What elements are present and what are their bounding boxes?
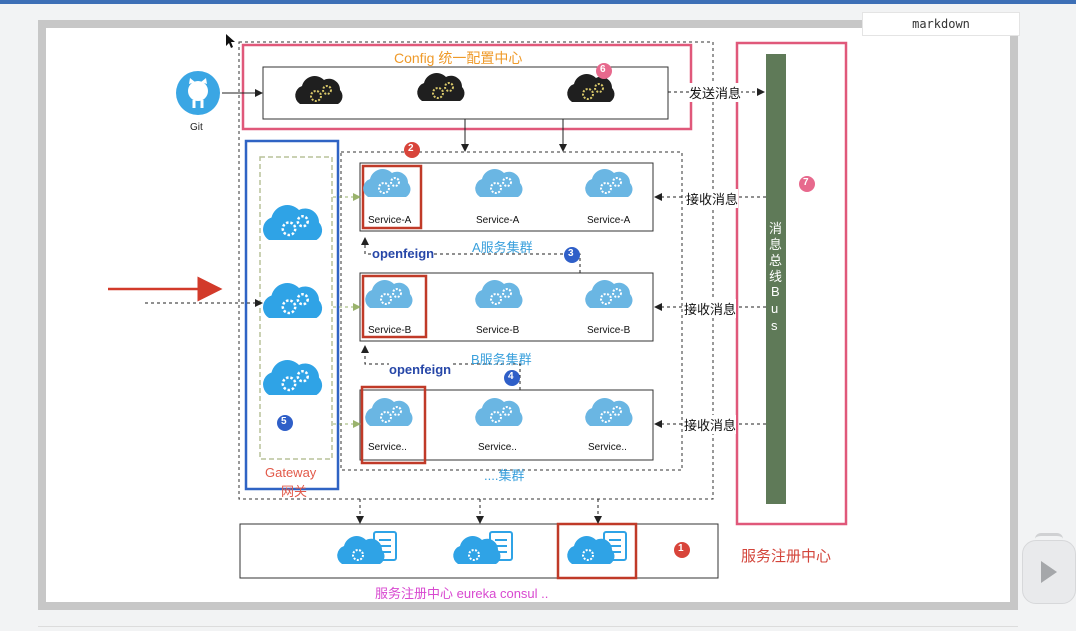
gateway-cloud-icon	[263, 205, 323, 240]
service-label: Service..	[588, 442, 627, 453]
system-boundary	[238, 41, 714, 500]
service-cloud-icon	[585, 169, 633, 197]
bus-char: 息	[769, 237, 783, 252]
mouse-cursor-icon	[226, 34, 235, 48]
badge-7: 7	[803, 177, 809, 188]
service-cloud-icon	[585, 280, 633, 308]
divider	[38, 626, 1018, 627]
bus-char: 总	[769, 253, 783, 268]
gateway-cloud-icon	[263, 360, 323, 395]
cluster-caption: B服务集群	[471, 352, 532, 367]
cluster-caption: ....集群	[484, 468, 525, 483]
send-message-label: 发送消息	[689, 83, 742, 102]
registry-title: 服务注册中心	[741, 548, 832, 565]
gateway-instances-box	[259, 156, 333, 460]
git-label: Git	[190, 122, 203, 133]
receive-message-label: 接收消息	[684, 415, 737, 434]
service-b-highlight	[361, 274, 428, 339]
clusters-region	[340, 151, 683, 471]
badge-circle	[564, 247, 580, 263]
bus-box	[735, 41, 848, 526]
config-server-icon	[567, 74, 615, 102]
openfeign-label: openfeign	[372, 246, 435, 261]
config-server-icon	[295, 76, 343, 104]
gateway-box	[244, 139, 340, 491]
gateway-cloud-icon	[263, 283, 323, 318]
badge-6: 6	[600, 64, 606, 75]
badge-5: 5	[281, 416, 287, 427]
registry-server-icon	[453, 531, 513, 564]
service-cloud-icon	[365, 398, 413, 426]
bus-char: 线	[769, 269, 783, 284]
markdown-tab[interactable]: markdown	[862, 12, 1020, 36]
service-cloud-icon	[475, 169, 523, 197]
service-cloud-icon	[475, 280, 523, 308]
video-play-button[interactable]	[1022, 533, 1076, 604]
registry-caption: 服务注册中心 eureka consul ..	[375, 586, 549, 601]
badge-4: 4	[508, 371, 514, 382]
badge-circle	[277, 415, 293, 431]
service-label: Service-B	[476, 325, 520, 336]
registry-server-icon	[337, 531, 397, 564]
bus-char: s	[771, 318, 778, 333]
play-icon	[1041, 561, 1057, 583]
bus-char: 消	[769, 221, 783, 236]
service-cloud-icon	[585, 398, 633, 426]
badge-2: 2	[408, 143, 414, 154]
service-cloud-icon	[475, 398, 523, 426]
gateway-label-cn: 网关	[281, 484, 308, 499]
bilibili-ears-icon	[1035, 533, 1063, 546]
service-label: Service-A	[587, 215, 631, 226]
service-a-highlight	[361, 164, 423, 230]
service-label: Service..	[478, 442, 517, 453]
cluster-caption: A服务集群	[472, 240, 533, 255]
config-title: Config 统一配置中心	[394, 50, 523, 66]
service-label: Service-B	[587, 325, 631, 336]
badge-circle	[596, 63, 612, 79]
top-accent-bar	[0, 0, 1076, 4]
service-c-highlight	[360, 385, 427, 465]
github-icon	[176, 71, 220, 115]
service-cloud-icon	[365, 280, 413, 308]
badge-circle	[799, 176, 815, 192]
service-label: Service-A	[476, 215, 520, 226]
service-cloud-icon	[363, 169, 411, 197]
service-label: Service-A	[368, 215, 412, 226]
badge-circle	[674, 542, 690, 558]
registry-highlight	[556, 522, 638, 580]
receive-message-label: 接收消息	[686, 189, 739, 208]
badge-3: 3	[568, 248, 574, 259]
message-bus-bar	[766, 54, 786, 504]
badge-1: 1	[678, 543, 684, 554]
bus-char: B	[771, 284, 780, 299]
service-label: Service..	[368, 442, 407, 453]
badge-circle	[504, 370, 520, 386]
service-label: Service-B	[368, 325, 412, 336]
config-server-icon	[417, 73, 465, 101]
registry-server-icon	[567, 531, 627, 564]
receive-message-label: 接收消息	[684, 299, 737, 318]
gateway-label: Gateway	[265, 465, 317, 480]
openfeign-label: openfeign	[389, 362, 452, 377]
badge-circle	[404, 142, 420, 158]
bus-char: u	[771, 301, 779, 316]
